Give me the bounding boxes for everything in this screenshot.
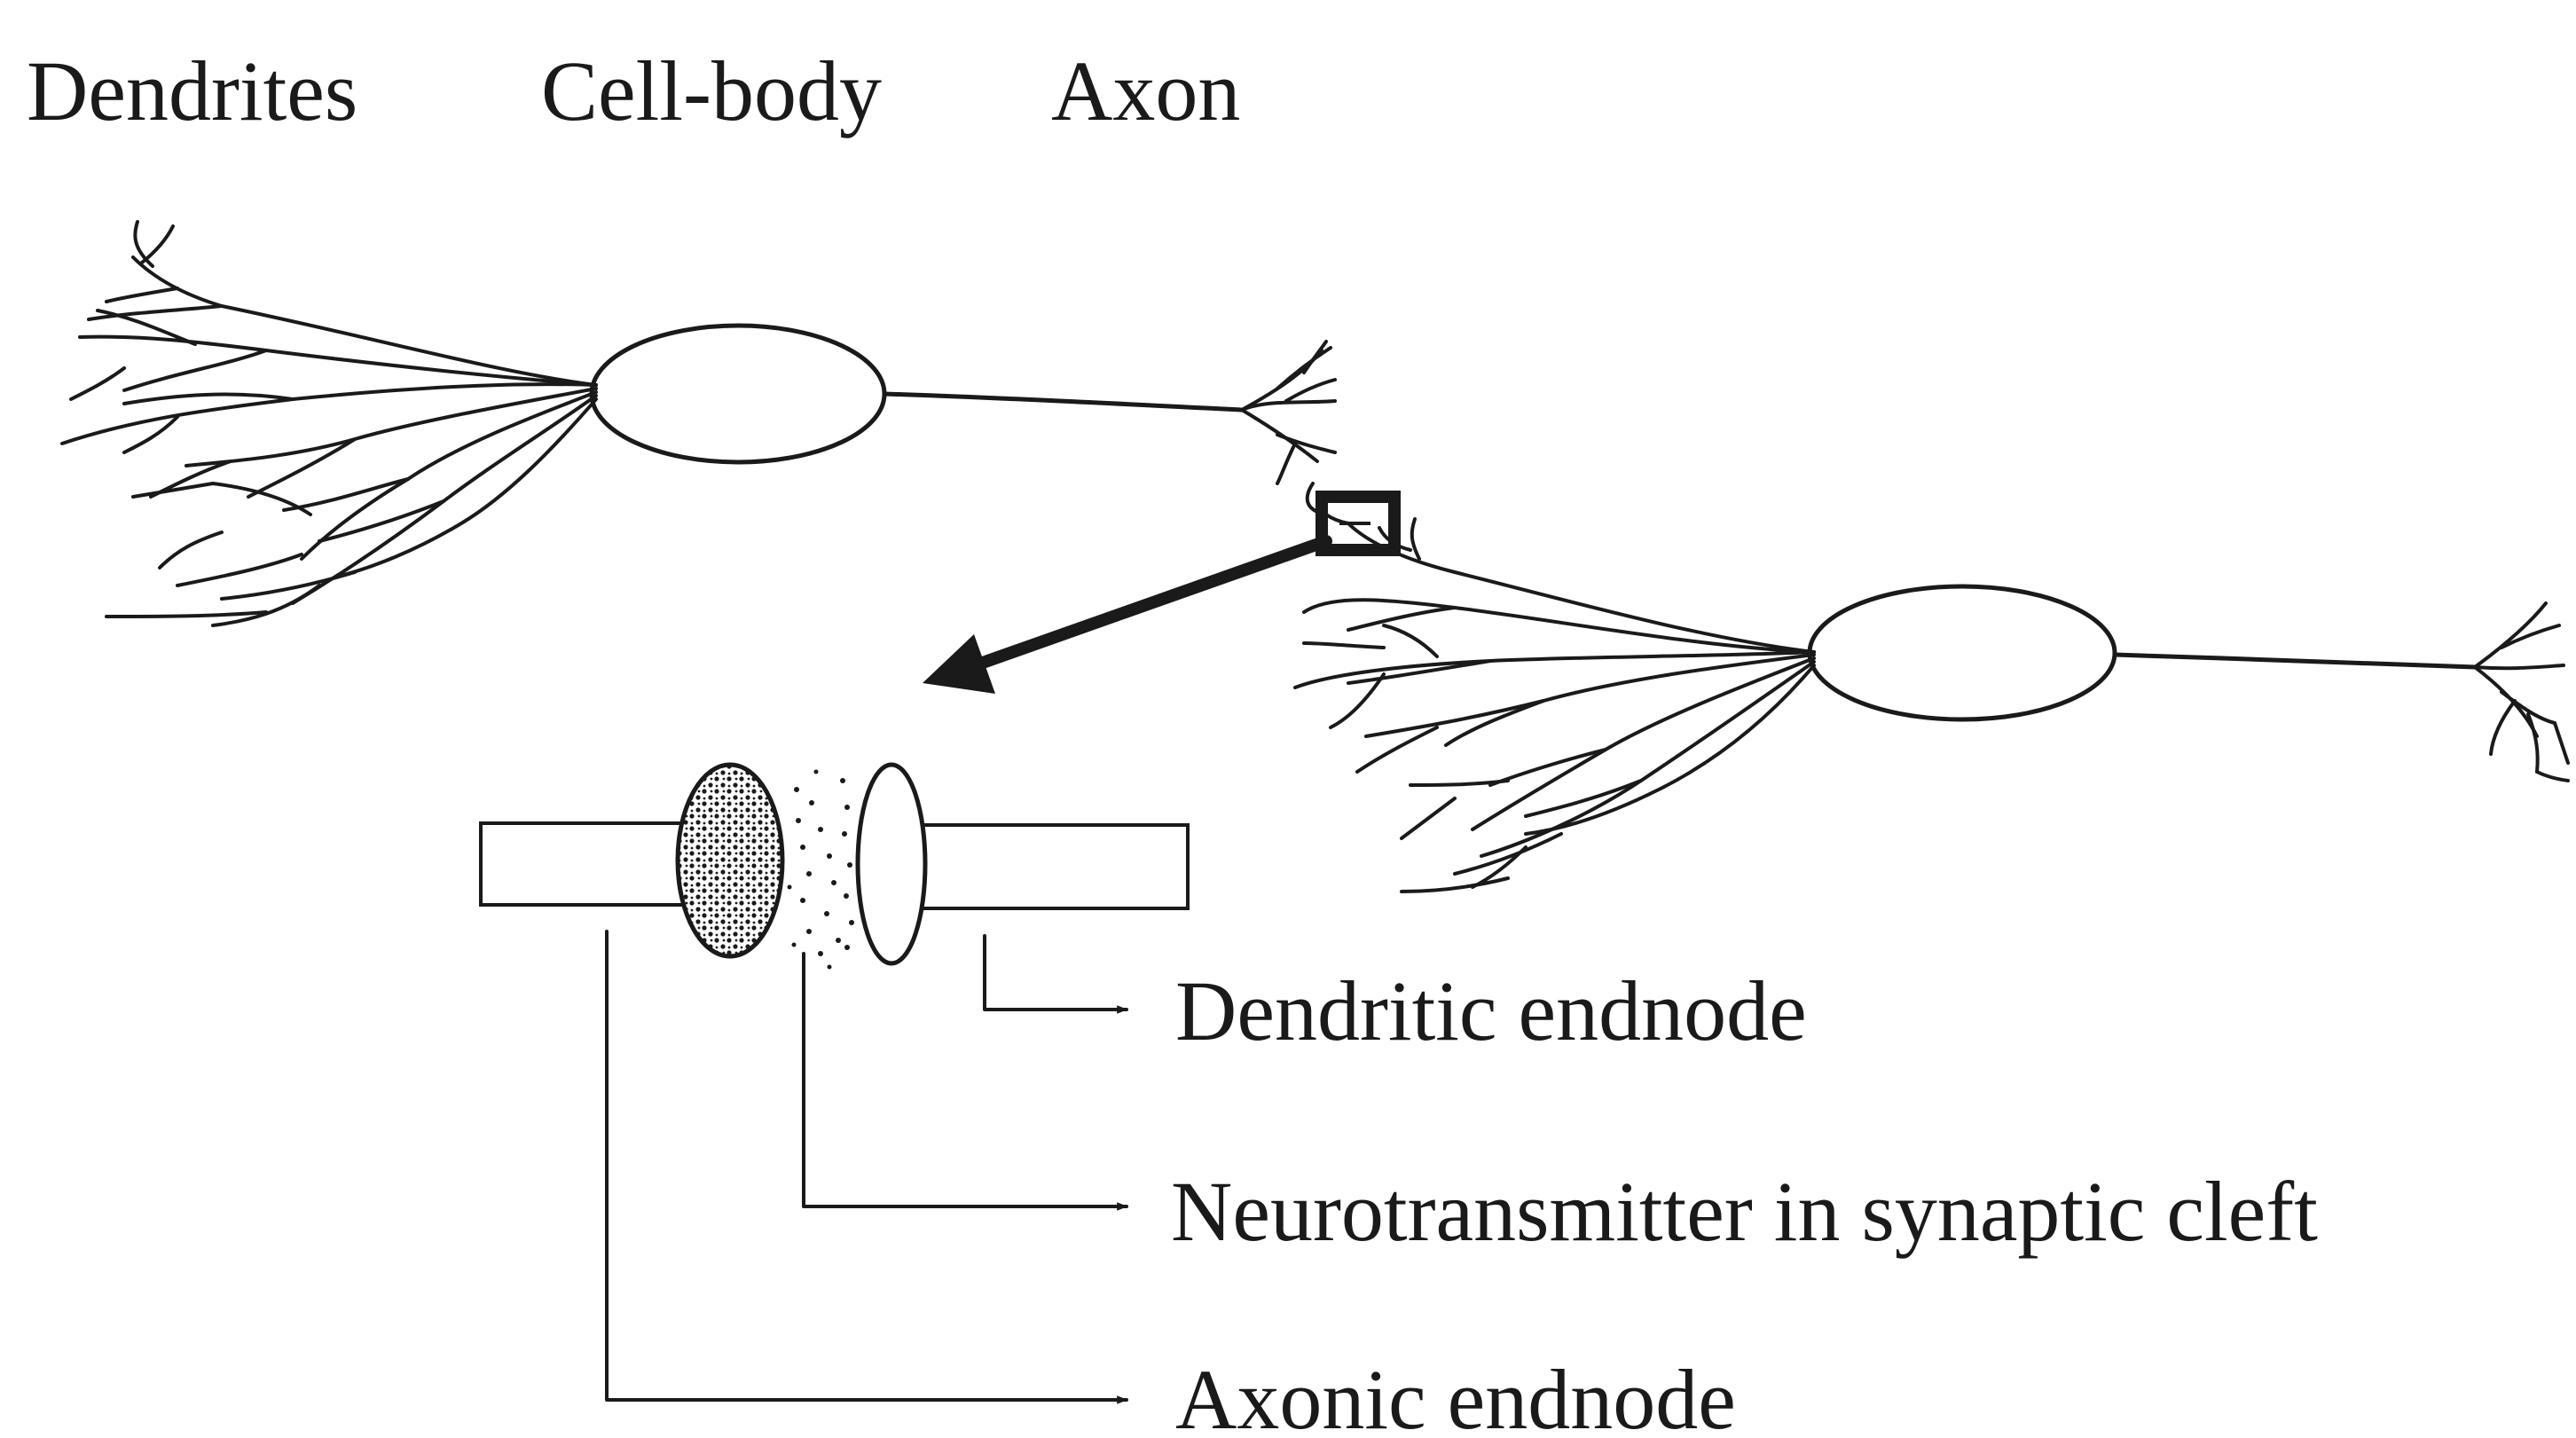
dendrite-segment-bar: [909, 825, 1188, 908]
dendritic-endnode-shape: [858, 765, 925, 963]
neuron-2-axon-terminal: [2475, 603, 2568, 781]
dendritic-endnode-label: Dendritic endnode: [1175, 963, 1807, 1058]
neuron-1: [62, 222, 1348, 625]
dendrites-label: Dendrites: [27, 43, 357, 138]
neuron-1-dendrites: [62, 222, 596, 625]
dendritic-endnode-leader: [985, 936, 1127, 1010]
neuron-2-axon: [2115, 655, 2475, 667]
neuron-2-cell-body: [1810, 586, 2115, 719]
neuron-1-axon-terminal: [1242, 342, 1335, 483]
axon-segment-bar: [481, 823, 710, 905]
neuron-1-axon: [884, 394, 1242, 410]
neurotransmitter-leader: [804, 954, 1127, 1206]
neurotransmitter-label: Neurotransmitter in synaptic cleft: [1171, 1164, 2318, 1259]
zoom-arrow: [923, 541, 1326, 694]
magnification-box: [1322, 497, 1394, 550]
callout-leaders: [607, 931, 1127, 1400]
cell-body-label: Cell-body: [541, 43, 882, 138]
neuron-1-cell-body: [592, 326, 884, 462]
axonic-endnode-label: Axonic endnode: [1175, 1352, 1736, 1438]
neuron-2-dendrites: [1295, 519, 1814, 892]
neuron-2: [1295, 519, 2568, 892]
axonic-endnode-shape: [678, 765, 782, 956]
axonic-endnode-leader: [607, 931, 1127, 1400]
neurotransmitter-dots: [788, 770, 855, 970]
synapse-detail: [481, 765, 1188, 970]
axon-label: Axon: [1051, 43, 1240, 138]
